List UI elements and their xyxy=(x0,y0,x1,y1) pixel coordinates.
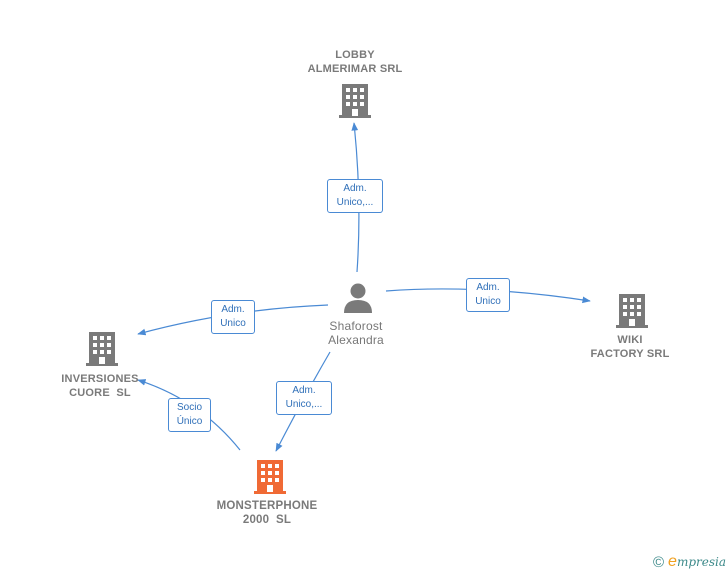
building-icon[interactable] xyxy=(616,294,648,328)
node-label-monsterphone: MONSTERPHONE 2000 SL xyxy=(216,500,318,526)
node-label-inversiones: INVERSIONES CUORE SL xyxy=(61,373,139,399)
brand-logo-text: mpresia xyxy=(676,555,726,569)
edge-label-to-wiki: Adm. Unico xyxy=(466,278,510,312)
building-icon[interactable] xyxy=(339,84,371,118)
edge-label-to-lobby: Adm. Unico,... xyxy=(327,179,383,213)
person-icon[interactable] xyxy=(343,283,373,313)
edge-label-to-monsterphone: Adm. Unico,... xyxy=(276,381,332,415)
edge-label-monster-to-inversiones: Socio Único xyxy=(168,398,211,432)
node-label-lobby: LOBBY ALMERIMAR SRL xyxy=(307,49,403,75)
building-icon[interactable] xyxy=(86,332,118,366)
copyright-icon: © xyxy=(652,553,665,571)
edge-label-to-inversiones: Adm. Unico xyxy=(211,300,255,334)
node-label-wiki: WIKI FACTORY SRL xyxy=(590,334,670,360)
brand-logo-initial: e xyxy=(668,553,677,570)
building-icon[interactable] xyxy=(254,460,286,494)
node-label-person: Shaforost Alexandra xyxy=(328,319,384,347)
